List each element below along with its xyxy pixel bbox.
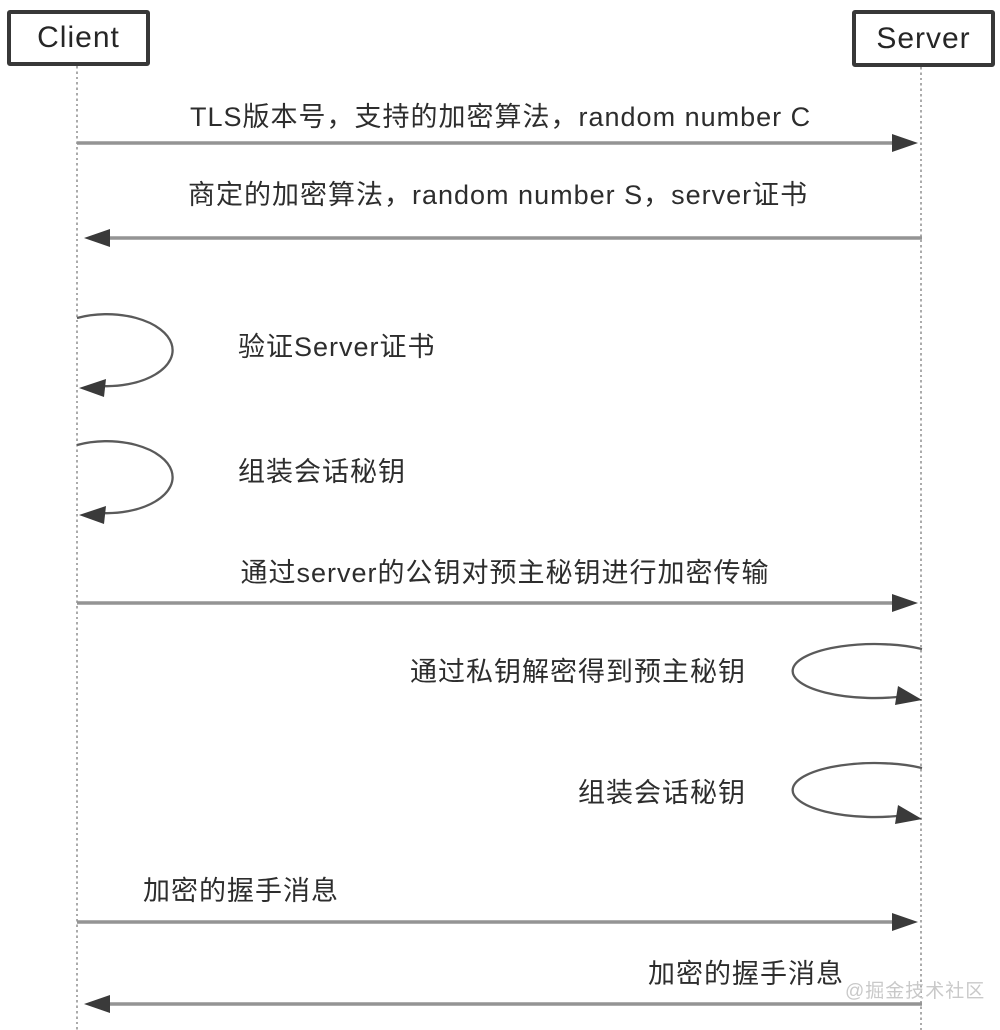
message-label-1: 商定的加密算法，random number S，server证书 [188,180,809,210]
message-arrow-4 [77,594,918,612]
message-label-5: 通过私钥解密得到预主秘钥 [410,657,746,687]
message-arrow-8 [84,995,922,1013]
actor-server-box: Server [852,10,995,67]
message-label-2: 验证Server证书 [238,332,436,362]
message-label-6: 组装会话秘钥 [578,778,746,808]
message-label-0: TLS版本号，支持的加密算法，random number C [190,102,812,132]
message-label-8: 加密的握手消息 [648,959,844,989]
watermark: @掘金技术社区 [845,981,986,1002]
self-loop-server-2 [791,761,923,824]
self-loop-client-1 [76,313,174,397]
actor-client-label: Client [37,21,120,54]
lifeline-server [920,67,922,1030]
actor-client-box: Client [7,10,150,66]
message-label-3: 组装会话秘钥 [238,457,406,487]
lifeline-client [76,66,78,1030]
message-arrow-0 [77,134,918,152]
message-arrow-1 [84,229,922,247]
message-label-4: 通过server的公钥对预主秘钥进行加密传输 [240,558,770,588]
self-loop-server-1 [791,642,923,705]
message-label-7: 加密的握手消息 [143,876,339,906]
actor-server-label: Server [876,21,971,55]
message-arrow-7 [77,913,918,931]
self-loop-client-2 [76,440,174,524]
